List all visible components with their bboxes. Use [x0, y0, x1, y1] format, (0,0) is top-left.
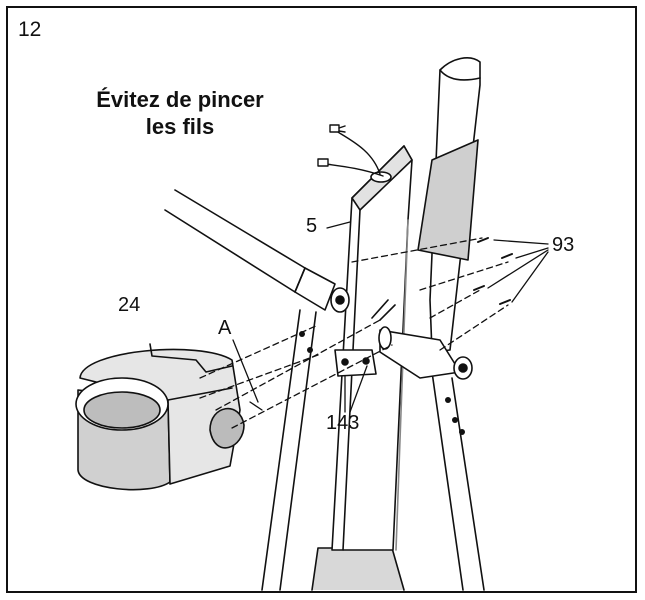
warning-line-2: les fils	[145, 114, 215, 139]
wire-harness	[317, 124, 384, 177]
wire-pinch-warning: Évitez de pincer les fils	[60, 86, 300, 140]
upright-base	[311, 547, 405, 591]
right-handlebar	[378, 57, 481, 380]
alignment-lines	[199, 237, 509, 429]
left-handlebar-arm	[164, 189, 350, 313]
step-number: 12	[18, 18, 42, 41]
callout-tray: 24	[118, 294, 141, 316]
upright-5	[331, 145, 413, 551]
bolts-93	[473, 237, 513, 305]
leader-lines	[232, 221, 549, 413]
rear-frame-legs	[261, 309, 485, 591]
warning-line-1: Évitez de pincer	[96, 87, 264, 112]
accessory-tray-24	[75, 343, 245, 491]
callout-upright: 5	[306, 215, 318, 237]
callout-hole: A	[218, 317, 232, 339]
leg-holes	[299, 331, 465, 435]
callout-bolts: 93	[552, 234, 575, 256]
callout-bracket: 143	[326, 412, 360, 434]
